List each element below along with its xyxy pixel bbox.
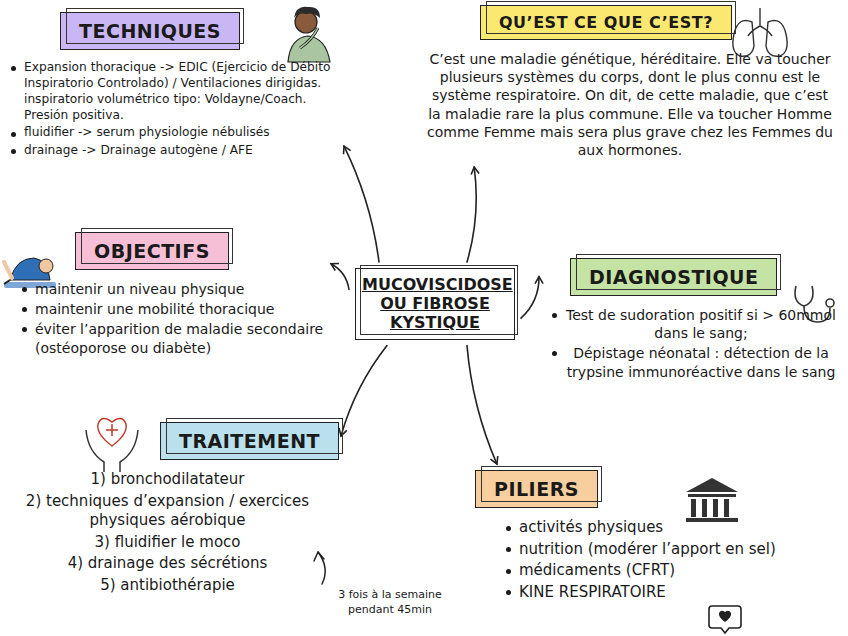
coughing-person-icon xyxy=(288,7,330,62)
section-heading: DIAGNOSTIQUE xyxy=(570,258,777,296)
curved-arrow xyxy=(344,146,379,262)
mind-map-section: DIAGNOSTIQUE Test de sudoration positif s… xyxy=(545,258,837,383)
bullet-item: activités physiques xyxy=(503,518,840,538)
note-leader-arrow xyxy=(314,552,325,584)
body-text: 5) antibiothérapie xyxy=(0,576,335,596)
mind-map-section: TECHNIQUES Expansion thoracique -> EDIC (… xyxy=(8,12,338,161)
section-heading: TRAITEMENT xyxy=(160,422,339,460)
heading-row: QU’EST CE QUE C’EST? xyxy=(425,5,835,50)
bullet-item: maintenir une mobilité thoracique xyxy=(19,300,325,318)
bullet-item: médicaments (CFRT) xyxy=(503,561,840,581)
heading-row: OBJECTIFS xyxy=(15,232,325,280)
bullet-item: drainage -> Drainage autogène / AFE xyxy=(8,143,338,159)
body-text: 2) techniques d’expansion / exercices ph… xyxy=(0,492,335,531)
mind-map-section: PILIERS activités physiquesnutrition (mod… xyxy=(475,470,840,604)
bullet-item: KINE RESPIRATOIRE xyxy=(503,583,840,603)
body-text: 4) drainage des sécrétions xyxy=(0,554,335,574)
chat-heart-icon xyxy=(709,606,741,633)
bullet-item: éviter l’apparition de maladie secondair… xyxy=(19,320,325,356)
bullet-item: Dépistage néonatal : détection de la try… xyxy=(549,344,837,380)
pillars-building-icon xyxy=(686,478,738,522)
central-title: MUCOVISCIDOSE OU FIBROSE KYSTIQUE xyxy=(362,275,508,333)
curved-arrow xyxy=(341,346,387,436)
bullet-item: maintenir un niveau physique xyxy=(19,280,325,298)
curved-arrow xyxy=(331,264,349,290)
body-text: 3) fluidifier le moco xyxy=(0,533,335,553)
section-heading: OBJECTIFS xyxy=(75,232,229,270)
bullet-item: fluidifier -> serum physiologie nébulisé… xyxy=(8,125,338,141)
section-heading: TECHNIQUES xyxy=(60,12,240,50)
heading-row: PILIERS xyxy=(475,470,840,518)
mind-map-section: TRAITEMENT1) bronchodilatateur2) techniq… xyxy=(0,422,335,597)
bullet-item: nutrition (modérer l’apport en sel) xyxy=(503,540,840,560)
curved-arrow xyxy=(521,277,539,318)
heading-row: TRAITEMENT xyxy=(0,422,335,470)
heart-hands-icon xyxy=(86,418,138,472)
section-heading: QU’EST CE QUE C’EST? xyxy=(480,5,732,40)
lungs-icon xyxy=(733,8,787,56)
mind-map-section: OBJECTIFS maintenir un niveau physique mai… xyxy=(15,232,325,359)
heading-row: TECHNIQUES xyxy=(8,12,338,60)
bullet-item: Expansion thoracique -> EDIC (Ejercicio … xyxy=(8,60,338,123)
central-topic: MUCOVISCIDOSE OU FIBROSE KYSTIQUE xyxy=(355,268,515,340)
heading-row: DIAGNOSTIQUE xyxy=(545,258,837,306)
section-heading: PILIERS xyxy=(475,470,598,508)
body-text: C’est une maladie génétique, héréditaire… xyxy=(425,50,835,159)
bullet-item: Test de sudoration positif si > 60mmol d… xyxy=(549,306,837,342)
curved-arrow xyxy=(467,346,497,464)
curved-arrow xyxy=(467,167,476,262)
note-label: 3 fois à la semaine pendant 45min xyxy=(328,588,452,618)
mind-map-section: QU’EST CE QUE C’EST? C’est une maladie gé… xyxy=(425,5,835,161)
body-text: 1) bronchodilatateur xyxy=(0,470,335,490)
